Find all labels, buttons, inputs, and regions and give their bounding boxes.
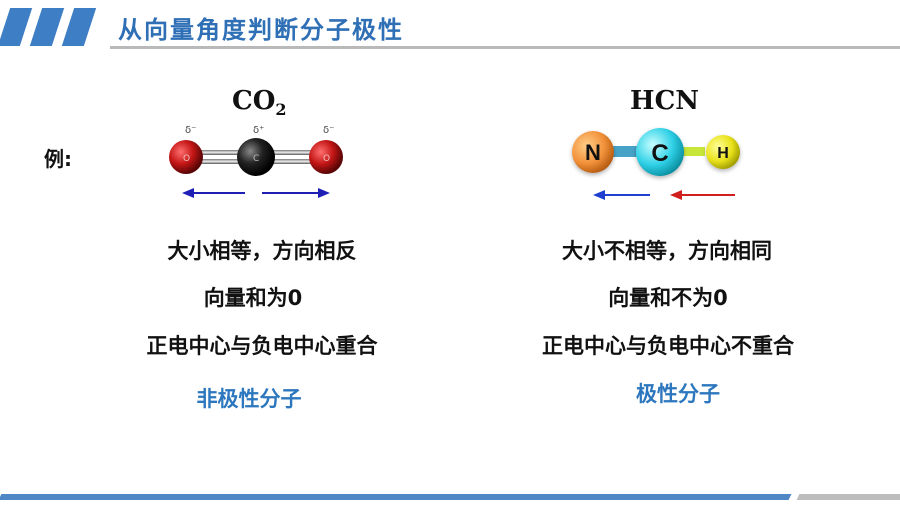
- hcn-dipole-arrows: [593, 190, 735, 200]
- co2-statement-2: 向量和为0: [203, 286, 303, 310]
- co2-charge-left: δ⁻: [185, 125, 196, 136]
- hcn-dipole-arrowhead-right: [670, 190, 682, 200]
- hcn-conclusion: 极性分子: [636, 382, 720, 406]
- co2-atom-o-left: [169, 140, 203, 174]
- hcn-formula-label: HCN: [630, 86, 700, 116]
- co2-statement-1: 大小相等，方向相反: [167, 239, 357, 263]
- hcn-dipole-arrowhead-left: [593, 190, 605, 200]
- co2-formula-main: CO: [232, 86, 276, 116]
- co2-atom-o-right: [309, 140, 343, 174]
- hcn-statement-1: 大小不相等，方向相同: [562, 239, 772, 263]
- header-stripe: [61, 8, 97, 46]
- footer-stripe-blue: [0, 494, 792, 500]
- co2-dipole-arrowhead-left: [182, 188, 194, 198]
- hcn-atom-h: [706, 135, 740, 169]
- co2-formula-subscript: 2: [275, 100, 287, 120]
- co2-charge-center: δ⁺: [253, 125, 264, 136]
- co2-molecule-diagram: δ⁻ δ⁺ δ⁻ O C O: [169, 125, 343, 198]
- co2-atom-o-right-label: O: [323, 154, 330, 164]
- hcn-bond-nc: [605, 146, 640, 157]
- header-stripe: [0, 8, 33, 46]
- header-stripe: [29, 8, 65, 46]
- co2-statement-3: 正电中心与负电中心重合: [146, 334, 378, 358]
- page-title: 从向量角度判断分子极性: [118, 16, 404, 44]
- hcn-atom-h-label: H: [717, 145, 729, 162]
- co2-charge-right: δ⁻: [323, 125, 334, 136]
- hcn-atom-c: [636, 128, 684, 176]
- co2-dipole-arrowhead-right: [318, 188, 330, 198]
- hcn-statement-2: 向量和不为0: [608, 286, 728, 310]
- co2-atom-c-label: C: [253, 154, 259, 164]
- co2-atom-c: [237, 138, 275, 176]
- example-label: 例:: [44, 147, 72, 171]
- co2-atom-o-left-label: O: [183, 154, 190, 164]
- header-divider: [110, 46, 900, 49]
- hcn-molecule-diagram: N C H: [572, 128, 740, 200]
- co2-formula-label: CO2: [232, 86, 286, 119]
- footer-stripe-gray: [796, 494, 900, 500]
- co2-dipole-arrows: [182, 188, 330, 198]
- co2-conclusion: 非极性分子: [196, 387, 302, 411]
- hcn-atom-n: [572, 131, 614, 173]
- hcn-bond-ch: [675, 147, 705, 156]
- hcn-statement-3: 正电中心与负电中心不重合: [542, 334, 794, 358]
- hcn-atom-n-label: N: [585, 140, 601, 165]
- hcn-atom-c-label: C: [651, 140, 668, 167]
